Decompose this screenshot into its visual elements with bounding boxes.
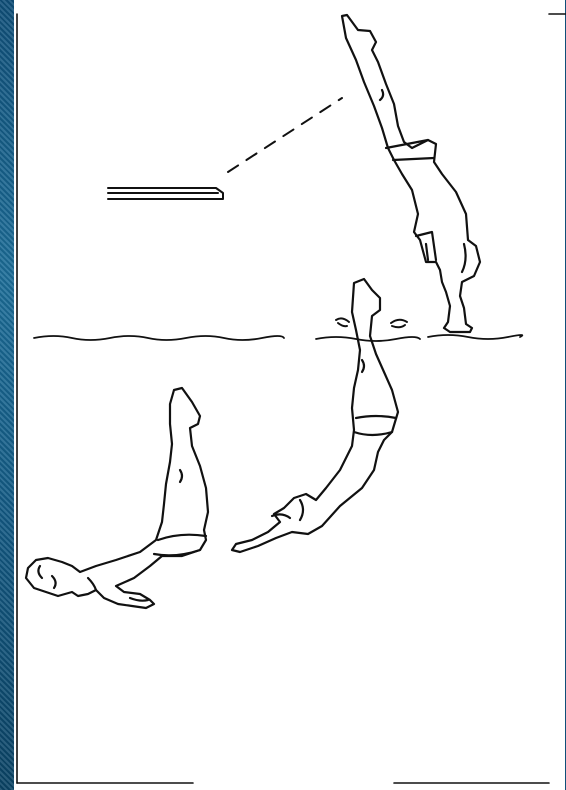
diving-board bbox=[108, 188, 223, 199]
page-frame bbox=[17, 14, 566, 783]
diver-submerged-figure bbox=[26, 388, 208, 608]
diver-underwater-figure bbox=[232, 279, 398, 552]
water-surface bbox=[34, 335, 522, 341]
trajectory-dashed-line bbox=[228, 98, 342, 172]
diver-entry-figure bbox=[342, 15, 480, 332]
